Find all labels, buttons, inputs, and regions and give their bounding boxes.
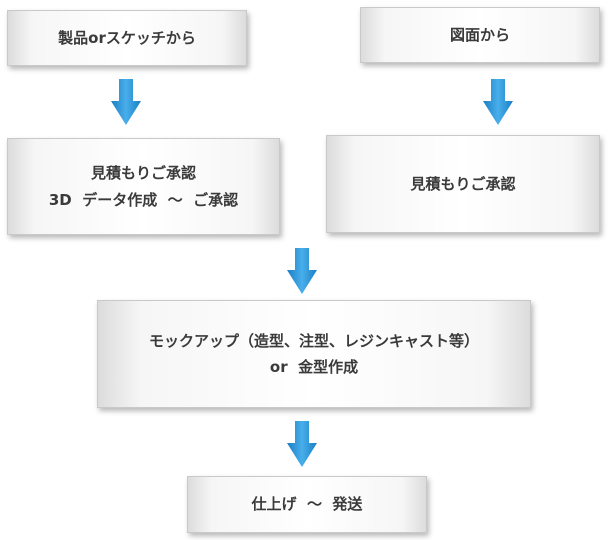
start-from-product-label: 製品orスケッチから bbox=[58, 28, 196, 47]
start-from-product-box: 製品orスケッチから bbox=[7, 10, 247, 66]
start-from-drawing-label: 図面から bbox=[449, 25, 510, 44]
down-arrow-icon bbox=[111, 79, 141, 125]
down-arrow-icon bbox=[483, 79, 513, 125]
start-from-drawing-box: 図面から bbox=[360, 7, 600, 63]
quote-and-3d-data-box: 見積もりご承認 3D データ作成 ～ ご承認 bbox=[7, 138, 280, 235]
down-arrow-icon bbox=[287, 421, 317, 467]
mockup-label: モックアップ（造型、注型、レジンキャスト等） bbox=[148, 331, 479, 350]
mold-creation-label: or 金型作成 bbox=[269, 358, 359, 376]
mockup-or-mold-box: モックアップ（造型、注型、レジンキャスト等） or 金型作成 bbox=[97, 300, 531, 408]
quote-approval-label: 見積もりご承認 bbox=[90, 164, 196, 183]
3d-data-creation-label: 3D データ作成 ～ ご承認 bbox=[48, 190, 239, 209]
down-arrow-icon bbox=[287, 248, 317, 294]
finish-and-ship-box: 仕上げ ～ 発送 bbox=[187, 476, 427, 533]
quote-approval-box: 見積もりご承認 bbox=[326, 135, 600, 233]
finish-and-ship-label: 仕上げ ～ 発送 bbox=[251, 495, 363, 514]
quote-approval-label: 見積もりご承認 bbox=[410, 174, 516, 193]
